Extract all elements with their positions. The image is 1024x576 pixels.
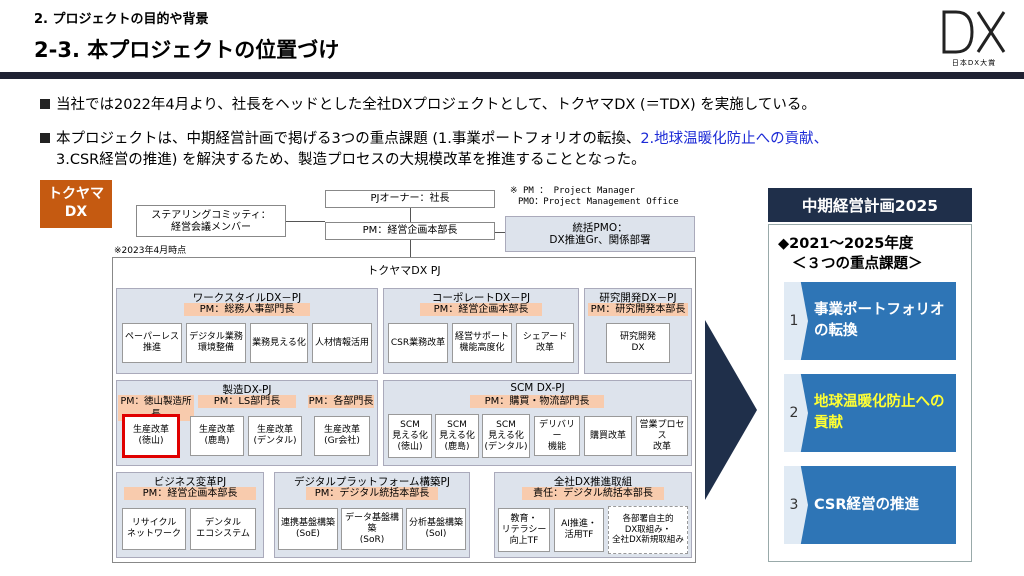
workstyle-pm: PM：総務人事部門長 bbox=[184, 303, 310, 316]
mfg-head: 製造DX-PJ bbox=[222, 384, 272, 396]
mfg-pm-2: PM：LS部門長 bbox=[198, 395, 296, 408]
chip-shared: シェアード改革 bbox=[516, 323, 574, 363]
issue-3: 3 CSR経営の推進 bbox=[784, 466, 956, 544]
chip-soi: 分析基盤構築(SoI) bbox=[406, 508, 466, 550]
page-title: 2-3. 本プロジェクトの位置づけ bbox=[34, 38, 340, 62]
bullet-2-cont: 3.CSR経営の推進) を解決するため、製造プロセスの大規模改革を推進することと… bbox=[56, 152, 646, 168]
issue-2: 2 地球温暖化防止への貢献 bbox=[784, 374, 956, 452]
header-divider bbox=[0, 72, 1024, 79]
chip-delivery: デリバリー機能 bbox=[534, 416, 580, 456]
plan-sub: ＜３つの重点課題＞ bbox=[792, 256, 923, 272]
chip-prod-dental: 生産改革(デンタル) bbox=[248, 416, 302, 456]
connector-line bbox=[286, 221, 325, 222]
chip-education: 教育・リテラシー向上TF bbox=[498, 508, 550, 552]
mfg-pm-3: PM：各部門長 bbox=[308, 395, 374, 408]
rnd-pm: PM：研究開発本部長 bbox=[588, 303, 688, 316]
chip-paperless: ペーパーレス推進 bbox=[122, 323, 182, 363]
chip-csr: CSR業務改革 bbox=[388, 323, 448, 363]
as-of-note: ※2023年4月時点 bbox=[114, 246, 187, 256]
chip-soe: 連携基盤構築(SoE) bbox=[278, 508, 338, 550]
biz-head: ビジネス変革PJ bbox=[153, 476, 227, 488]
scm-head: SCM DX-PJ bbox=[510, 382, 565, 394]
corporate-pm: PM：経営企画本部長 bbox=[420, 303, 542, 316]
issue-3-text: CSR経営の推進 bbox=[814, 496, 920, 513]
company-pm: 責任：デジタル統括本部長 bbox=[522, 487, 664, 500]
pm-box: PM：経営企画本部長 bbox=[325, 222, 495, 240]
scm-pm: PM：購買・物流部門長 bbox=[470, 395, 604, 408]
pmo-box: 統括PMO：DX推進Gr、関係部署 bbox=[505, 216, 695, 252]
chip-recycle: リサイクルネットワーク bbox=[122, 508, 186, 550]
chip-sales-process: 営業プロセス改革 bbox=[636, 416, 688, 456]
chip-digital-env: デジタル業務環境整備 bbox=[186, 323, 246, 363]
chip-ai: AI推進・活用TF bbox=[554, 508, 604, 552]
pj-owner-box: PJオーナー：社長 bbox=[325, 190, 495, 208]
plan-title: 中期経営計画2025 bbox=[768, 188, 972, 222]
chip-prod-tokuyama-highlighted: 生産改革(徳山) bbox=[122, 414, 180, 458]
biz-pm: PM：経営企画本部長 bbox=[124, 487, 256, 500]
chip-sor: データ基盤構築(SoR) bbox=[341, 508, 403, 550]
workstyle-head: ワークスタイルDX－PJ bbox=[192, 292, 302, 304]
connector-line bbox=[410, 240, 411, 260]
chip-prod-kashima: 生産改革(鹿島) bbox=[190, 416, 244, 456]
chip-mgmt-support: 経営サポート機能高度化 bbox=[452, 323, 512, 363]
section-label: 2. プロジェクトの目的や背景 bbox=[34, 12, 209, 27]
connector-line bbox=[495, 232, 505, 233]
company-head: 全社DX推進取組 bbox=[553, 476, 633, 488]
issue-2-text: 地球温暖化防止への貢献 bbox=[814, 394, 945, 431]
dx-logo-icon bbox=[942, 10, 1006, 54]
logo-text: 日本DX大賞 bbox=[951, 59, 997, 67]
chip-prod-group: 生産改革(Gr会社) bbox=[314, 416, 370, 456]
bullet-2: 本プロジェクトは、中期経営計画で掲げる3つの重点課題 (1.事業ポートフォリオの… bbox=[40, 129, 828, 150]
chip-purchasing: 購買改革 bbox=[584, 416, 632, 456]
issue-1: 1 事業ポートフォリオの転換 bbox=[784, 282, 956, 360]
dx-award-logo: 日本DX大賞 bbox=[938, 8, 1010, 68]
bullet-2-text-highlight: 2.地球温暖化防止への貢献、 bbox=[640, 131, 829, 147]
chip-hr-info: 人材情報活用 bbox=[312, 323, 372, 363]
platform-pm: PM：デジタル統括本部長 bbox=[306, 487, 438, 500]
chevron-right-icon bbox=[705, 320, 757, 500]
chip-dental-eco: デンタルエコシステム bbox=[190, 508, 256, 550]
platform-head: デジタルプラットフォーム構築PJ bbox=[294, 476, 450, 488]
bullet-2-text-a: 本プロジェクトは、中期経営計画で掲げる3つの重点課題 (1.事業ポートフォリオの… bbox=[56, 131, 641, 147]
plan-period: ◆2021～2025年度 bbox=[778, 236, 914, 252]
rnd-head: 研究開発DX－PJ bbox=[599, 292, 677, 304]
corporate-head: コーポレートDX－PJ bbox=[431, 292, 531, 304]
bullet-square-icon bbox=[40, 99, 50, 109]
bullet-square-icon bbox=[40, 133, 50, 143]
chip-visualize: 業務見える化 bbox=[250, 323, 308, 363]
steering-committee-box: ステアリングコミッティ：経営会議メンバー bbox=[136, 205, 286, 237]
bullet-1-text: 当社では2022年4月より、社長をヘッドとした全社DXプロジェクトとして、トクヤ… bbox=[56, 97, 816, 113]
tdx-project-title: トクヤマDX PJ bbox=[367, 264, 441, 277]
issue-1-text: 事業ポートフォリオの転換 bbox=[814, 302, 945, 339]
connector-line bbox=[410, 208, 411, 222]
bullet-1: 当社では2022年4月より、社長をヘッドとした全社DXプロジェクトとして、トクヤ… bbox=[40, 95, 816, 116]
